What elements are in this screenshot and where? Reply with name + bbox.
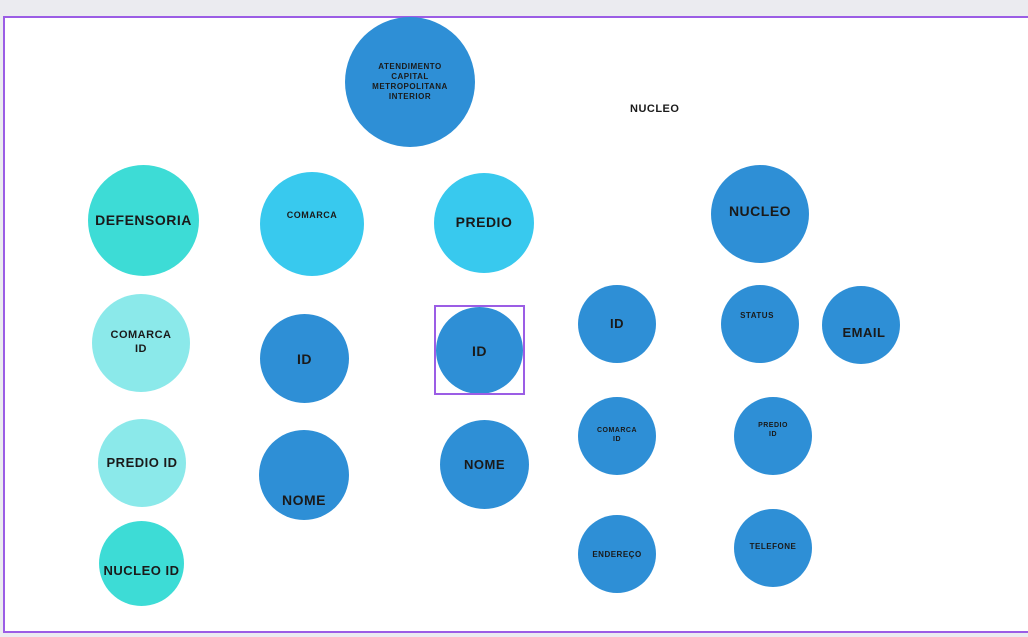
defensoria-predio-id-bubble[interactable]: PREDIO ID: [98, 419, 186, 507]
nucleo-endereco-bubble[interactable]: ENDEREÇO: [578, 515, 656, 593]
predio-nome-bubble[interactable]: NOME: [440, 420, 529, 509]
nucleo-status-bubble[interactable]: STATUS: [721, 285, 799, 363]
comarca-bubble[interactable]: COMARCA: [260, 172, 364, 276]
nucleo-email-bubble[interactable]: EMAIL: [822, 286, 900, 364]
nucleo-bubble[interactable]: NUCLEO: [711, 165, 809, 263]
defensoria-nucleo-id-bubble[interactable]: NUCLEO ID: [99, 521, 184, 606]
comarca-nome-bubble[interactable]: NOME: [259, 430, 349, 520]
nucleo-predio-id-bubble[interactable]: PREDIO ID: [734, 397, 812, 475]
nucleo-id-bubble[interactable]: ID: [578, 285, 656, 363]
nucleo-telefone-bubble[interactable]: TELEFONE: [734, 509, 812, 587]
nucleo-comarca-id-bubble[interactable]: COMARCA ID: [578, 397, 656, 475]
predio-id-bubble[interactable]: ID: [436, 307, 523, 394]
predio-bubble[interactable]: PREDIO: [434, 173, 534, 273]
defensoria-bubble[interactable]: DEFENSORIA: [88, 165, 199, 276]
comarca-id-bubble[interactable]: ID: [260, 314, 349, 403]
nucleo-label[interactable]: NUCLEO: [630, 103, 680, 115]
defensoria-comarca-id-bubble[interactable]: COMARCA ID: [92, 294, 190, 392]
atendimento-bubble[interactable]: ATENDIMENTO CAPITAL METROPOLITANA INTERI…: [345, 17, 475, 147]
